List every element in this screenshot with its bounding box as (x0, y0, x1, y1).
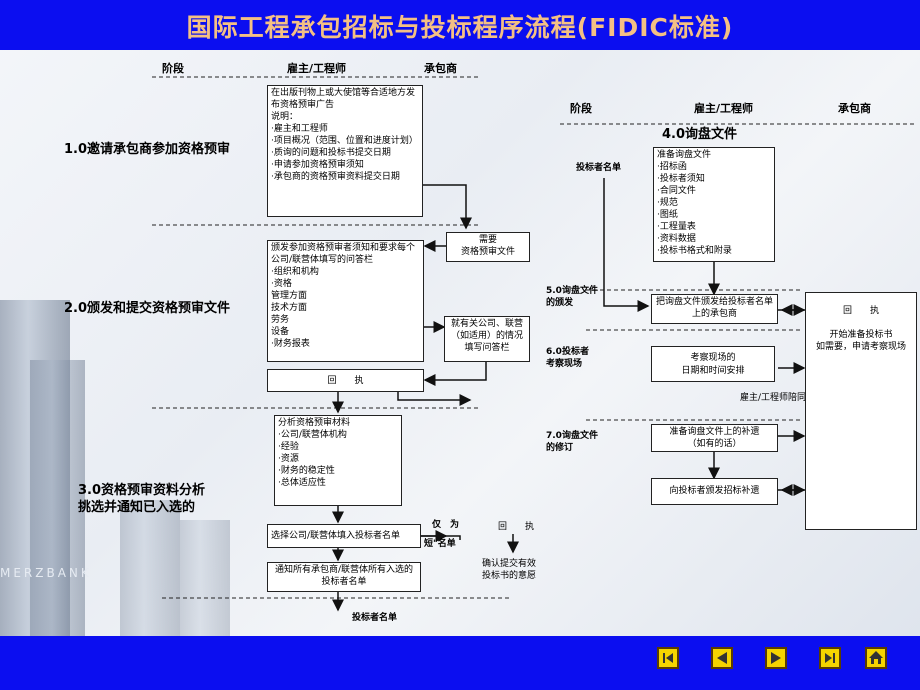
section-5-label: 5.0询盘文件 的颁发 (546, 286, 598, 308)
notify-bidders-box: 通知所有承包商/联营体所有入选的投标者名单 (267, 562, 421, 592)
section-6-label: 6.0投标者 考察现场 (546, 347, 589, 369)
issue-supplement-box: 向投标者颁发招标补遗 (651, 478, 778, 505)
phase-3-label: 3.0资格预审资料分析 挑选并通知已入选的 (78, 483, 206, 515)
advertisement-box: 在出版刊物上或大使馆等合适地方发布资格预审广告 说明： ·雇主和工程师 ·项目概… (267, 85, 423, 217)
receipt-label-mid: 回 执 (498, 522, 535, 532)
receipt-box-right: 回 执 开始准备投标书 如需要，申请考察现场 (805, 292, 917, 530)
analysis-box: 分析资格预审材料 ·公司/联营体机构 ·经验 ·资源 ·财务的稳定性 ·总体适应… (274, 415, 402, 506)
site-visit-box: 考察现场的 日期和时间安排 (651, 346, 775, 382)
left-header-contractor: 承包商 (424, 62, 457, 75)
section-7-label: 7.0询盘文件 的修订 (546, 431, 598, 453)
bidder-list-bottom-label: 投标者名单 (352, 613, 398, 623)
right-header-owner: 雇主/工程师 (694, 102, 754, 115)
building-decoration (180, 520, 230, 636)
watermark-text: MERZBANK (0, 566, 92, 580)
building-decoration (120, 500, 180, 636)
phase-1-label: 1.0邀请承包商参加资格预审 (64, 142, 231, 157)
right-header-contractor: 承包商 (838, 102, 871, 115)
issue-inquiry-box: 把询盘文件颁发给投标者名单上的承包商 (651, 294, 778, 324)
page-title: 国际工程承包招标与投标程序流程(FIDIC标准) (186, 13, 734, 42)
prev-icon[interactable] (711, 647, 733, 669)
supplement-box: 准备询盘文件上的补遗 （如有的话） (651, 424, 778, 452)
left-header-owner: 雇主/工程师 (287, 62, 347, 75)
home-icon[interactable] (865, 647, 887, 669)
short-list-label-a: 仅 为 (432, 520, 460, 530)
confirm-bid-label: 确认提交有效 投标书的意愿 (482, 559, 537, 581)
short-list-label-b: 短"名单 (424, 539, 456, 549)
phase-2-label: 2.0颁发和提交资格预审文件 (64, 301, 231, 316)
title-bar (0, 0, 920, 50)
next-icon[interactable] (765, 647, 787, 669)
first-icon[interactable] (657, 647, 679, 669)
bidder-list-right-label: 投标者名单 (576, 163, 622, 173)
fill-questionnaire-box: 就有关公司、联营（如适用）的情况填写问答栏 (444, 316, 530, 362)
building-decoration (0, 300, 70, 636)
right-header-stage: 阶段 (570, 102, 592, 115)
prepare-inquiry-box: 准备询盘文件 ·招标函 ·投标者须知 ·合同文件 ·规范 ·图纸 ·工程量表 ·… (653, 147, 775, 262)
last-icon[interactable] (819, 647, 841, 669)
select-bidders-box: 选择公司/联营体填入投标者名单 (267, 524, 421, 548)
receipt-box-left: 回 执 (267, 369, 424, 392)
need-docs-box: 需要 资格预审文件 (446, 232, 530, 262)
building-decoration (30, 360, 85, 636)
issue-prequal-box: 颁发参加资格预审者须知和要求每个公司/联营体填写的问答栏 ·组织和机构 ·资格 … (267, 240, 424, 362)
section-4-label: 4.0询盘文件 (662, 127, 738, 142)
left-header-stage: 阶段 (162, 62, 184, 75)
accompany-label: 雇主/工程师陪同投标者检查现场 (740, 392, 869, 404)
